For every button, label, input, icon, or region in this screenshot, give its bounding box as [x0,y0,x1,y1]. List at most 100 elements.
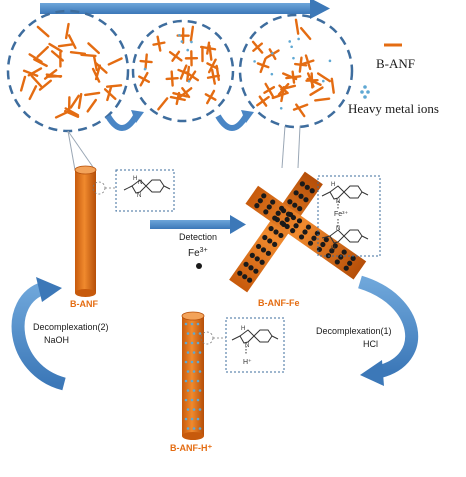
svg-text:N: N [245,343,249,349]
fiber-segment [27,67,43,77]
ion-dot [290,45,293,49]
ion-dot [270,72,274,76]
fiber-segment [54,110,70,119]
fe-dot [279,205,285,211]
svg-text:H: H [331,246,335,252]
svg-text:H⁺: H⁺ [243,359,252,366]
fe-dot [257,198,263,204]
fiber-segment [263,85,276,94]
fiber-segment [48,42,63,53]
decomplexation1-label: Decomplexation(1) [316,326,392,336]
decomplexation2-label: Decomplexation(2) [33,322,109,332]
fiber-segment [77,92,83,110]
banf-h-label: B-ANF-H⁺ [170,443,212,453]
fiber-segment [299,26,312,41]
detection-label: Detection [179,232,217,242]
fe-dot [296,218,303,224]
svg-text:N: N [137,193,141,199]
fiber-segment [69,94,80,109]
fe-dot [247,277,253,283]
fiber-segment [64,22,70,40]
fe-dot [253,268,259,274]
dispersed-fiber-segments [19,22,123,119]
fiber-segment [38,79,53,91]
fiber-segment [67,34,77,50]
fiber-segment [43,68,58,80]
fiber-segment [103,88,117,101]
svg-text:N: N [336,199,340,205]
fe-dot [242,274,248,280]
fiber-segment [306,72,315,88]
fiber-segment [282,72,298,81]
svg-text:H: H [133,176,137,182]
fe-dot [303,197,309,203]
ion-dot [271,51,274,55]
fiber-segment [172,91,189,98]
ion-dot [297,37,300,41]
fe-dot [268,225,274,232]
fe-dot [270,199,276,205]
fe-dot [298,193,304,199]
fe-dot [278,232,284,239]
fiber-segment [204,93,217,101]
proton-dot [192,408,196,411]
svg-text:H: H [241,326,245,332]
fe-dot [272,215,278,221]
ion-dot [187,79,191,83]
proton-dot [184,417,188,421]
ion-dot [279,107,283,110]
fe-dot [266,204,272,210]
proton-dot [198,408,202,411]
fe-dot [304,184,310,190]
fe-complex-structure-box: H N Fe³⁺ N H [317,175,381,257]
fiber-segment [280,85,286,103]
svg-text:N: N [138,180,142,186]
fiber-segment [105,84,123,88]
proton-dot [184,360,188,364]
circle-transition-arrow-2 [215,114,249,131]
decomplexation1-arrow [357,275,419,386]
fiber-segment [50,50,64,62]
fiber-legend-label: B-ANF [376,56,415,71]
fe-dot [275,210,281,216]
fiber-segment [157,97,169,111]
fe-dot [305,224,312,230]
fiber-segment [206,62,219,70]
networked-fiber-segments [251,18,335,118]
fe-dot [323,236,329,243]
fiber-segment [64,107,80,117]
proton-dot [184,398,188,402]
fe-dot [350,255,356,261]
fe-dot [287,199,293,205]
proton-dot [198,427,202,430]
fe-dot [329,248,335,254]
banf-fiber [74,165,97,297]
fe-dot [290,228,296,234]
svg-text:H: H [331,182,335,188]
proton-dot [192,427,196,430]
proton-dot [198,389,202,392]
ion-legend-swatch [360,85,370,99]
zoom-lines [67,125,301,171]
fiber-segment [28,53,43,63]
proton-dot [198,332,202,335]
fe-dot [255,243,262,250]
detection-arrow [150,215,246,234]
fiber-segment [139,59,153,64]
fe-dot [254,203,260,209]
fiber-segment [84,91,101,97]
fe-dot [299,181,305,187]
fiber-segment [94,64,102,81]
fe-dot [287,211,294,218]
fe-dot [302,229,308,235]
fiber-segment [19,75,27,92]
fe-dot [307,240,314,246]
fiber-segment [36,25,50,38]
proton-dot [190,322,194,326]
proton-dot [186,351,190,354]
fiber-segment [107,57,123,66]
svg-text:Fe³⁺: Fe³⁺ [334,211,349,218]
fe-dot [261,193,267,199]
h-complex-structure-box: H N H⁺ [225,317,285,373]
ion-dot [178,33,181,37]
